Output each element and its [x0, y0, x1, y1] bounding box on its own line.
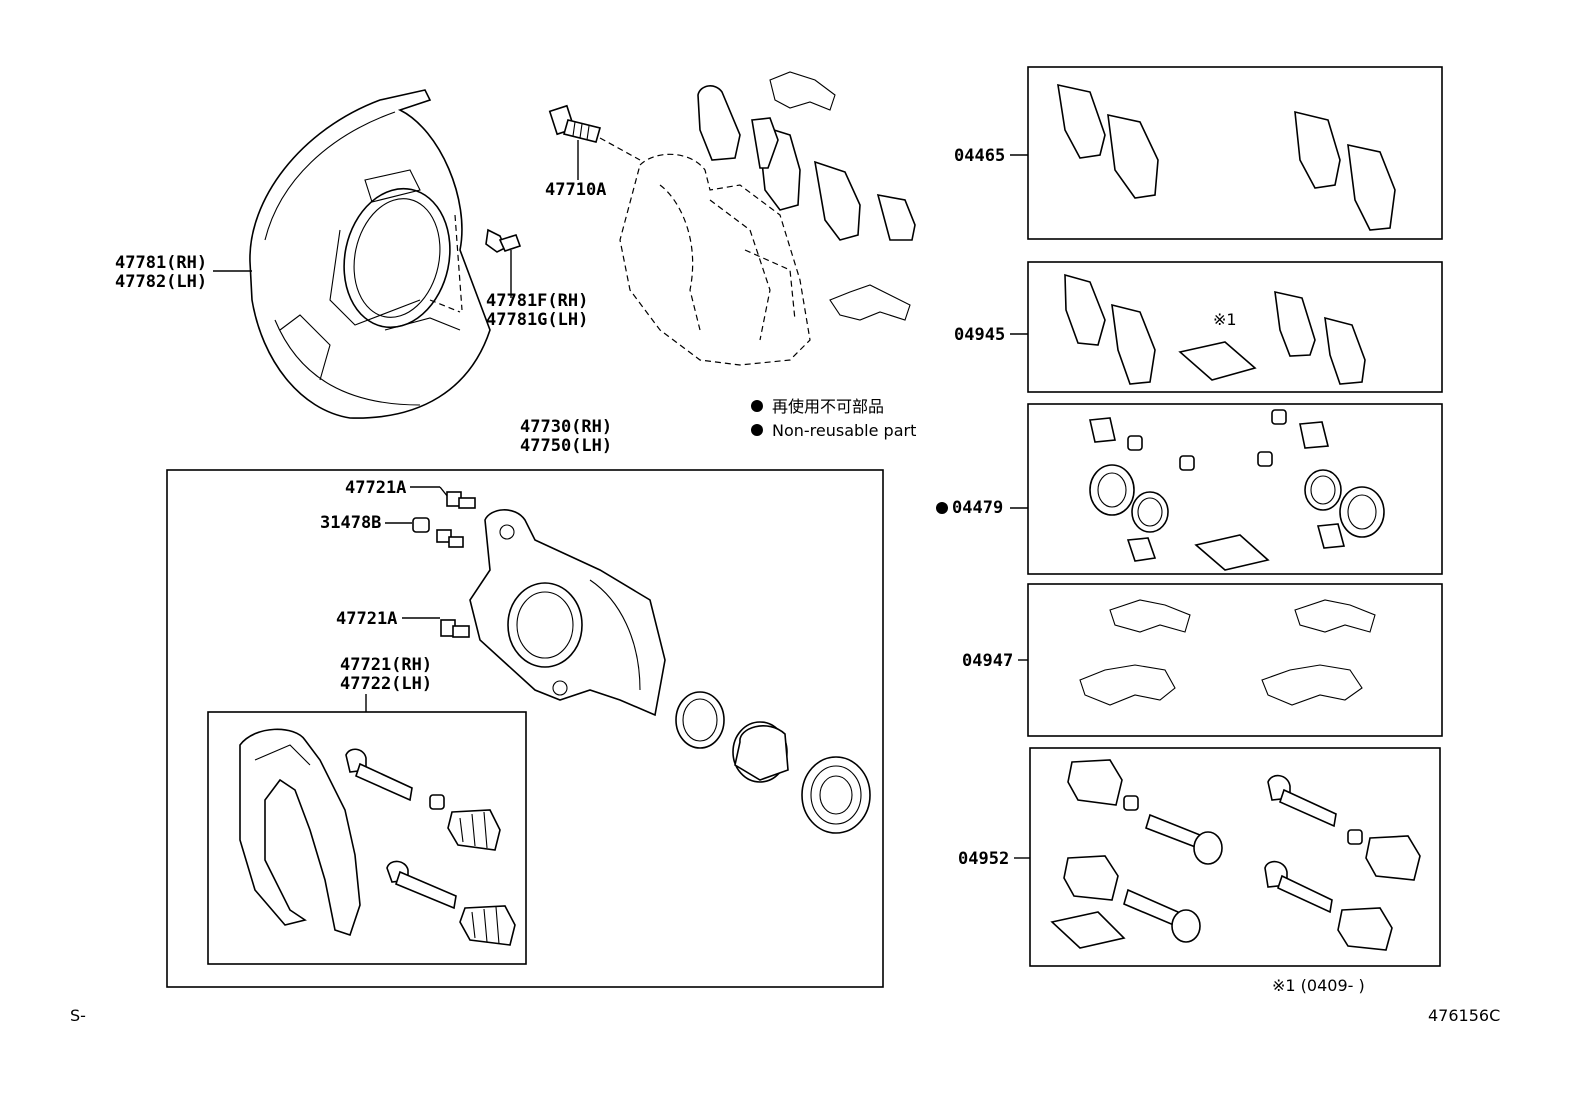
label-shield-lh: 47782(LH)	[115, 272, 207, 292]
illustration-number: 476156C	[1428, 1006, 1500, 1025]
slide-boot-upper[interactable]	[447, 809, 501, 851]
kit-box-04465	[1027, 66, 1443, 240]
legend-dot-jp	[751, 400, 763, 412]
caliper-detail-box	[166, 469, 884, 988]
bleeder-cap[interactable]	[412, 517, 430, 533]
legend-jp: 再使用不可部品	[772, 397, 884, 416]
pad-kit-04945-left[interactable]	[1064, 273, 1156, 385]
slide-kit-04952-left[interactable]	[1050, 759, 1223, 949]
bolt-guide	[599, 137, 641, 161]
caliper-assembly-outline[interactable]	[619, 153, 811, 366]
label-caliper-rh: 47730(RH)	[520, 417, 612, 437]
non-reusable-dot-04479	[936, 502, 948, 514]
kit-box-04952	[1029, 747, 1441, 967]
bleeder-plug-mid[interactable]	[440, 619, 470, 638]
caliper-clips[interactable]	[769, 71, 911, 321]
slide-boot-lower[interactable]	[459, 905, 516, 946]
slide-pin-lower[interactable]	[386, 860, 457, 910]
pad-kit-04465-left[interactable]	[1057, 83, 1159, 199]
caliper-body[interactable]	[469, 509, 666, 717]
pad-kit-04945-right[interactable]	[1274, 290, 1366, 385]
label-bleeder-top: 47721A	[345, 478, 406, 498]
label-bleeder-mid: 47721A	[336, 609, 397, 629]
mounting-detail-box	[207, 711, 527, 965]
legend-dot-en	[751, 424, 763, 436]
label-31478b: 31478B	[320, 513, 381, 533]
label-note-mark: ※1	[1213, 310, 1237, 329]
legend-en: Non-reusable part	[772, 421, 916, 440]
label-bolt-rh: 47781F(RH)	[486, 291, 588, 311]
label-mount-rh: 47721(RH)	[340, 655, 432, 675]
slide-pin-upper[interactable]	[345, 748, 413, 802]
shield-bolt-guide-2	[454, 214, 463, 311]
label-kit-04479: 04479	[952, 498, 1003, 518]
label-shield-rh: 47781(RH)	[115, 253, 207, 273]
caliper-pads[interactable]	[697, 85, 916, 241]
label-mount-lh: 47722(LH)	[340, 674, 432, 694]
caliper-bolt[interactable]	[548, 104, 601, 143]
caliper-mounting-bracket[interactable]	[239, 728, 361, 937]
kit-box-04945	[1027, 261, 1443, 393]
bushing-upper[interactable]	[429, 794, 445, 810]
clip-kit-04947-right[interactable]	[1261, 599, 1376, 706]
label-bolt-lh: 47781G(LH)	[486, 310, 588, 330]
shield-bolt[interactable]	[485, 228, 522, 253]
kit-box-04947	[1027, 583, 1443, 737]
kit-box-04479	[1027, 403, 1443, 575]
label-kit-04947: 04947	[962, 651, 1013, 671]
corner-left-code: S-	[70, 1006, 86, 1025]
piston-seal[interactable]	[675, 691, 725, 749]
label-47710a: 47710A	[545, 180, 606, 200]
pad-kit-04465-right[interactable]	[1294, 110, 1396, 231]
shield-bolt-guide	[429, 299, 461, 313]
piston[interactable]	[732, 721, 789, 783]
grease-packet-04945[interactable]	[1178, 341, 1257, 381]
slide-kit-04952-right[interactable]	[1264, 774, 1421, 951]
bleeder-screw[interactable]	[436, 529, 464, 548]
clip-kit-04947-left[interactable]	[1079, 599, 1191, 706]
label-kit-04945: 04945	[954, 325, 1005, 345]
label-caliper-lh: 47750(LH)	[520, 436, 612, 456]
bleeder-plug-top[interactable]	[446, 491, 476, 509]
dust-shield[interactable]	[249, 89, 491, 419]
footnote: ※1 (0409- )	[1272, 976, 1365, 995]
piston-boot[interactable]	[801, 756, 871, 834]
seal-kit-04479[interactable]	[1089, 409, 1385, 571]
label-kit-04952: 04952	[958, 849, 1009, 869]
label-kit-04465: 04465	[954, 146, 1005, 166]
